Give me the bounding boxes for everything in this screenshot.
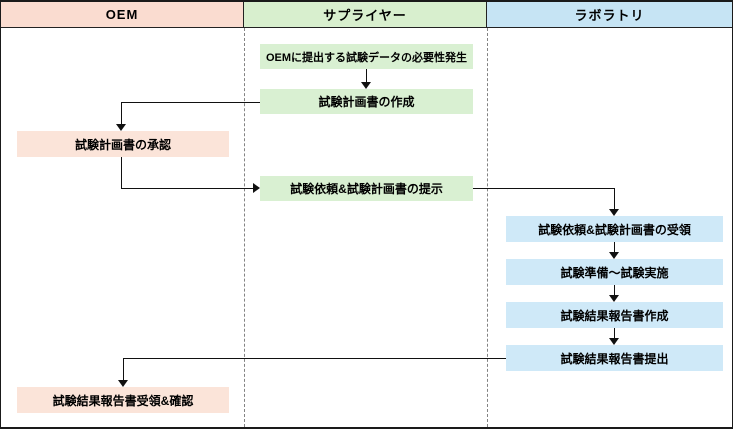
edge-line — [614, 242, 615, 252]
edge-line — [614, 328, 615, 338]
node-supplier-create-plan: 試験計画書の作成 — [260, 89, 473, 114]
edge-line — [614, 285, 615, 295]
node-oem-receive-report: 試験結果報告書受領&確認 — [17, 387, 229, 413]
node-lab-receive-plan: 試験依頼&試験計画書の受領 — [506, 216, 723, 242]
lane-divider-1 — [244, 28, 245, 427]
edge-line — [123, 358, 506, 359]
arrowhead-down-icon — [118, 380, 128, 387]
edge-line — [121, 102, 122, 124]
edge-line — [121, 157, 122, 188]
edge-line — [123, 358, 124, 381]
node-supplier-need: OEMに提出する試験データの必要性発生 — [260, 44, 473, 69]
edge-line — [366, 69, 367, 82]
node-supplier-present-plan: 試験依頼&試験計画書の提示 — [260, 176, 473, 201]
edge-line — [121, 188, 253, 189]
arrowhead-down-icon — [116, 124, 126, 131]
node-oem-approve-plan: 試験計画書の承認 — [17, 131, 229, 157]
lane-divider-2 — [487, 28, 488, 427]
edge-line — [473, 188, 614, 189]
arrowhead-down-icon — [361, 82, 371, 89]
arrowhead-down-icon — [609, 338, 619, 345]
arrowhead-down-icon — [609, 252, 619, 259]
edge-line — [614, 188, 615, 209]
node-lab-create-report: 試験結果報告書作成 — [506, 302, 723, 328]
lane-header-oem: OEM — [1, 2, 244, 28]
arrowhead-right-icon — [253, 183, 260, 193]
lane-header-laboratory: ラボラトリ — [487, 2, 732, 28]
arrowhead-down-icon — [609, 209, 619, 216]
node-lab-run-test: 試験準備〜試験実施 — [506, 259, 723, 285]
lane-header-supplier: サプライヤー — [244, 2, 487, 28]
edge-line — [121, 102, 260, 103]
arrowhead-down-icon — [609, 295, 619, 302]
node-lab-submit-report: 試験結果報告書提出 — [506, 345, 723, 371]
